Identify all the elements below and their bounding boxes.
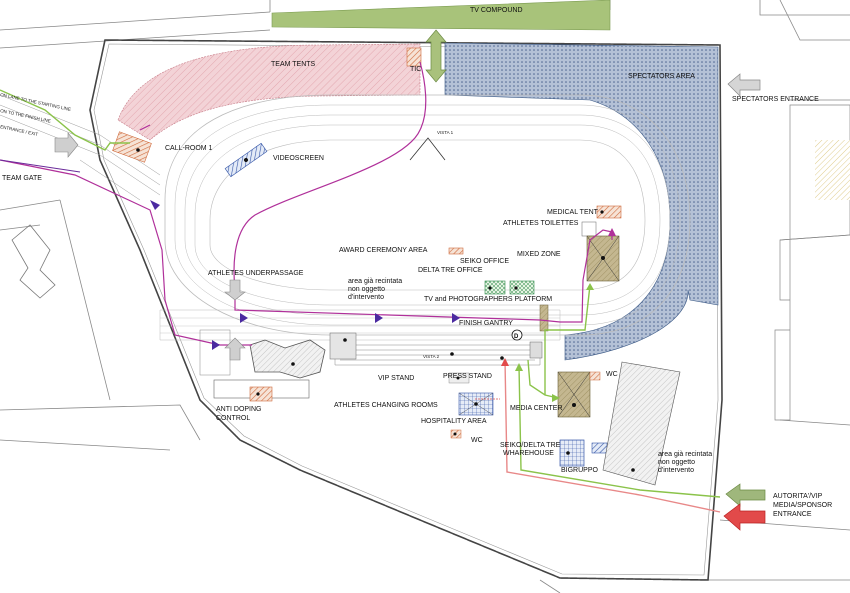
vista2-label: VISTA 2 [423, 354, 440, 359]
vip-entrance-label-3: ENTRANCE [773, 511, 812, 518]
medical-tent-label: MEDICAL TENT [547, 209, 599, 216]
green-arrowhead-3 [552, 394, 560, 402]
anti-doping-label-2: CONTROL [216, 415, 250, 422]
wc-right-box [589, 371, 601, 381]
red-arrowhead [501, 358, 509, 366]
spectators-area-label: SPECTATORS AREA [628, 73, 695, 80]
vip-entrance-red-arrow-icon [723, 503, 766, 531]
award-ceremony-box [448, 247, 464, 255]
tv-platform-label: TV and PHOTOGRAPHERS PLATFORM [424, 296, 552, 303]
spectators-entrance-label: SPECTATORS ENTRANCE [732, 96, 819, 103]
vista1-marker [409, 137, 446, 161]
team-gate-arrow-icon [54, 132, 79, 158]
underpassage-arrow-icon [224, 279, 246, 301]
changing-rooms-building [249, 339, 326, 379]
venue-perimeter-inner [93, 43, 719, 576]
press-stand-label: PRESS STAND [443, 373, 492, 380]
finish-gantry-box [539, 304, 549, 332]
vista1-label: VISTA 1 [437, 130, 454, 135]
vip-entrance-green-arrow-icon [725, 483, 766, 507]
vip-stand-label: VIP STAND [378, 375, 414, 382]
tic-label: TIC [410, 66, 421, 73]
magenta-arrowhead [608, 228, 616, 236]
tv-compound-arrow-icon [425, 29, 447, 83]
spectators-entrance-arrow-icon [727, 73, 761, 97]
area-recintata-2-line1: area già recintata [658, 451, 712, 458]
seiko-wharehouse-label-2: WHAREHOUSE [503, 450, 554, 457]
athletes-toilettes-label: ATHLETES TOILETTES [503, 220, 579, 227]
anti-doping-box [249, 386, 273, 402]
bigruppo-box [559, 439, 585, 467]
wc-center-label: WC [471, 437, 483, 444]
direction-markers [150, 200, 460, 350]
delta-tre-office-label: DELTA TRE OFFICE [418, 267, 483, 274]
vip-path-red [504, 359, 721, 513]
athletes-toilettes-box [581, 221, 597, 237]
delta-tre-office-box [509, 280, 535, 295]
green-arrowhead-2 [515, 363, 523, 371]
athletes-underpassage-label: ATHLETES UNDERPASSAGE [208, 270, 304, 277]
anti-doping-label-1: ANTI DOPING [216, 406, 262, 413]
fenced-area-right [602, 361, 681, 486]
bigruppo-label: BIGRUPPO [561, 467, 599, 474]
videoscreen-icon [224, 142, 268, 178]
spectators-area [444, 42, 719, 361]
vip-entrance-label-1: AUTORITA'/VIP [773, 493, 823, 500]
tv-compound-label: TV COMPOUND [470, 7, 523, 14]
award-ceremony-label: AWARD CEREMONY AREA [339, 247, 428, 254]
venue-perimeter [89, 39, 723, 581]
team-tents-area [117, 43, 421, 141]
team-tents-label: TEAM TENTS [271, 61, 316, 68]
area-recintata-2-line3: d'intervento [658, 467, 694, 474]
call-room-label: CALL-ROOM 1 [165, 145, 213, 152]
vip-entrance-label-2: MEDIA/SPONSOR [773, 502, 832, 509]
lane-to-start-label: ON LANE TO THE STARTING LINE [0, 92, 71, 112]
context-building-right [774, 104, 850, 421]
underpass-outline [199, 329, 231, 376]
call-room-box [112, 131, 152, 163]
seiko-wharehouse-label-1: SEIKO/DELTA TRE [500, 442, 561, 449]
d-marker-label: D [514, 334, 519, 340]
tic-box [406, 47, 422, 67]
stands-area [329, 332, 543, 366]
seiko-office-label: SEIKO OFFICE [460, 258, 509, 265]
area-recintata-1-line1: area già recintata [348, 278, 402, 285]
media-path-green [0, 89, 721, 498]
finish-gantry-label: FINISH GANTRY [459, 320, 513, 327]
tv-compound-area [271, 0, 611, 31]
wc-right-label: WC [606, 371, 618, 378]
underpass-up-arrow-icon [224, 337, 246, 361]
context-building-left [11, 224, 56, 299]
area-recintata-1-line3: d'intervento [348, 294, 384, 301]
changing-rooms-label: ATHLETES CHANGING ROOMS [334, 402, 438, 409]
approach-lanes [0, 94, 161, 201]
d-marker-icon [511, 329, 523, 341]
context-khaki-area [815, 140, 850, 200]
area-recintata-2-line2: non oggetto [658, 459, 695, 466]
mixed-zone-label: MIXED ZONE [517, 251, 561, 258]
seiko-office-box [484, 280, 506, 295]
hospitality-label: HOSPITALITY AREA [421, 418, 487, 425]
seiko-wharehouse-box [591, 442, 608, 454]
lane-to-finish-label: ON TO THE FINISH LINE [0, 108, 51, 124]
area-recintata-1-line2: non oggetto [348, 286, 385, 293]
team-gate-label: TEAM GATE [2, 175, 42, 182]
medical-tent-box [596, 205, 622, 219]
entrance-exit-label: ENTRANCE / EXIT [0, 124, 39, 137]
media-center-label: MEDIA CENTER [510, 405, 563, 412]
green-arrowhead [586, 283, 594, 290]
team-path-purple [0, 159, 81, 173]
videoscreen-label: VIDEOSCREEN [273, 155, 324, 162]
